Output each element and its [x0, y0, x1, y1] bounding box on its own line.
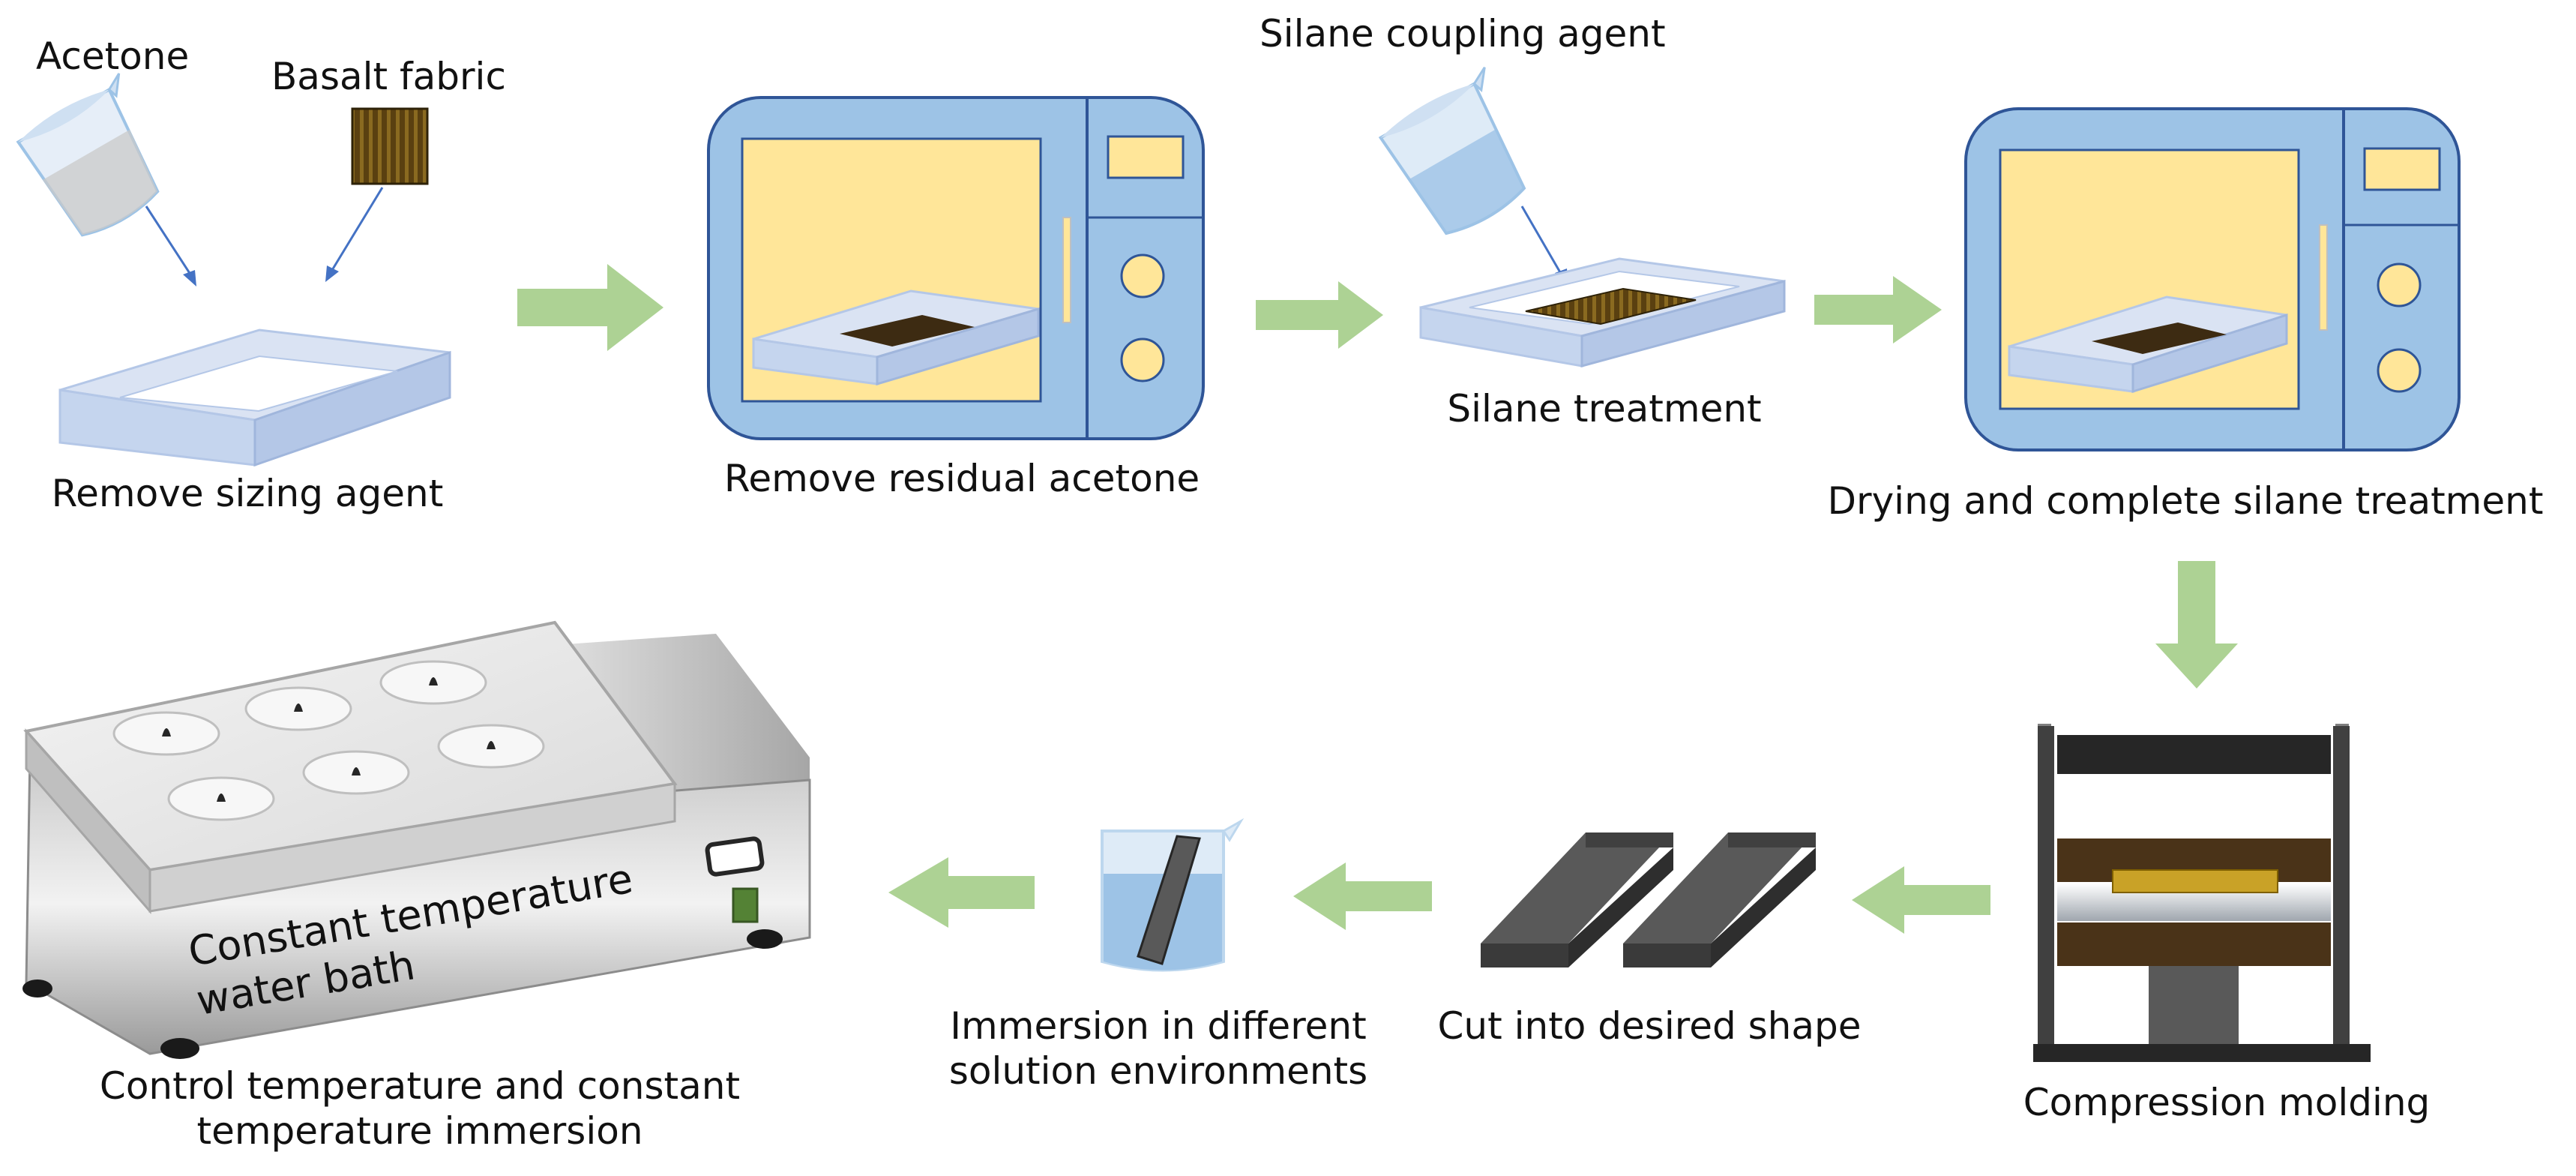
step-remove-sizing	[16, 73, 451, 467]
foot-icon	[160, 1038, 199, 1059]
flow-arrow	[1293, 862, 1432, 930]
press-icon	[2033, 724, 2371, 1062]
flow-arrow	[517, 264, 663, 351]
oven-icon	[1964, 107, 2461, 452]
step-caption-silane: Silane treatment	[1447, 387, 1762, 430]
immersion-beaker-icon	[1101, 818, 1245, 972]
step-silane	[1378, 66, 1786, 368]
step-caption-compression-molding: Compression molding	[2023, 1081, 2431, 1124]
fabric-icon	[1525, 287, 1697, 326]
power-switch-icon	[732, 887, 759, 923]
flow-arrow	[2155, 561, 2238, 688]
well-icon	[437, 724, 545, 769]
pointer-arrow	[145, 206, 195, 280]
well-icon	[244, 686, 352, 731]
step-caption-immersion: Immersion in different solution environm…	[948, 1004, 1368, 1093]
step-caption-drying: Drying and complete silane treatment	[1827, 479, 2544, 523]
input-label-silane-agent: Silane coupling agent	[1260, 12, 1666, 56]
input-label-acetone: Acetone	[36, 34, 190, 78]
water-bath-icon: Constant temperaturewater bath	[22, 620, 811, 1059]
basalt-fabric-icon	[351, 107, 429, 185]
flow-arrow	[1814, 276, 1942, 344]
pointer-arrow	[328, 187, 384, 274]
well-icon	[167, 776, 275, 821]
input-label-basalt-fabric: Basalt fabric	[271, 55, 506, 98]
flow-arrow	[1852, 866, 1990, 934]
step-caption-cut-shape: Cut into desired shape	[1437, 1004, 1862, 1048]
silane-beaker-icon	[1378, 66, 1526, 236]
foot-icon	[747, 929, 783, 949]
well-icon	[379, 660, 487, 705]
flow-arrow	[1256, 281, 1383, 349]
step-caption-remove-sizing: Remove sizing agent	[51, 472, 444, 515]
step-caption-water-bath: Control temperature and constant tempera…	[99, 1064, 741, 1153]
flow-arrow	[888, 857, 1035, 928]
oven-icon	[707, 96, 1205, 440]
cut-samples-icon	[1481, 832, 1816, 968]
tray-icon	[58, 328, 451, 467]
step-caption-remove-acetone: Remove residual acetone	[723, 457, 1200, 500]
display-icon	[705, 836, 765, 877]
acetone-beaker-icon	[16, 73, 160, 237]
well-icon	[302, 750, 410, 795]
pointer-arrow	[1520, 206, 1565, 278]
well-icon	[112, 711, 220, 756]
foot-icon	[22, 980, 52, 998]
